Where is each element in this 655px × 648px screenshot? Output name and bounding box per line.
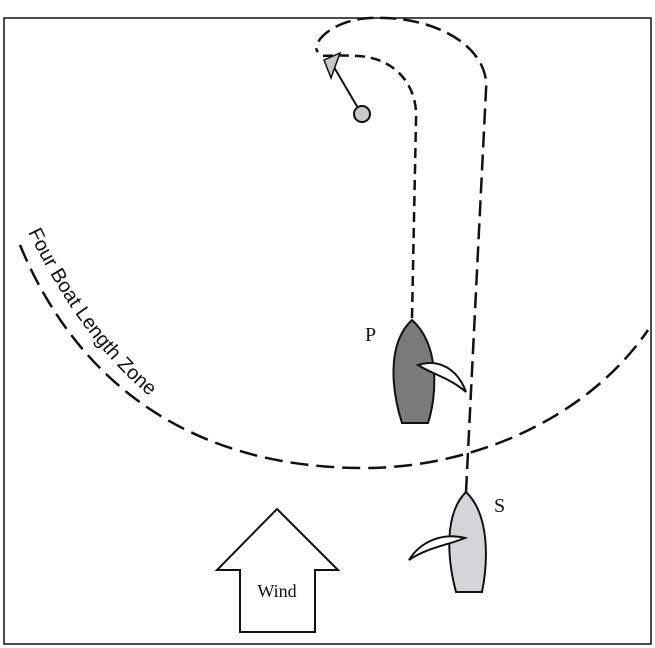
wind-arrow-icon: Wind (214, 507, 341, 633)
zone-label: Four Boat Length Zone (24, 224, 161, 400)
diagram-frame (3, 17, 652, 645)
boat-s-track (315, 16, 488, 493)
flag-icon (323, 51, 371, 123)
zone-boundary-arc (18, 244, 650, 470)
boat-p: P (365, 318, 467, 424)
boat-s-label: S (494, 495, 505, 517)
boat-p-label: P (365, 324, 376, 346)
wind-arrow-shape (214, 507, 341, 633)
mark-flag (323, 51, 342, 81)
sailboat-icon (392, 318, 436, 424)
boat-s: S (408, 490, 505, 593)
zone-label-text: Four Boat Length Zone (24, 224, 161, 400)
mark-buoy (353, 105, 371, 123)
boat-s-sail (408, 535, 469, 561)
boat-p-sail (415, 362, 467, 393)
boat-p-track (317, 54, 418, 319)
wind-label: Wind (257, 581, 296, 601)
sailboat-icon (448, 490, 487, 593)
